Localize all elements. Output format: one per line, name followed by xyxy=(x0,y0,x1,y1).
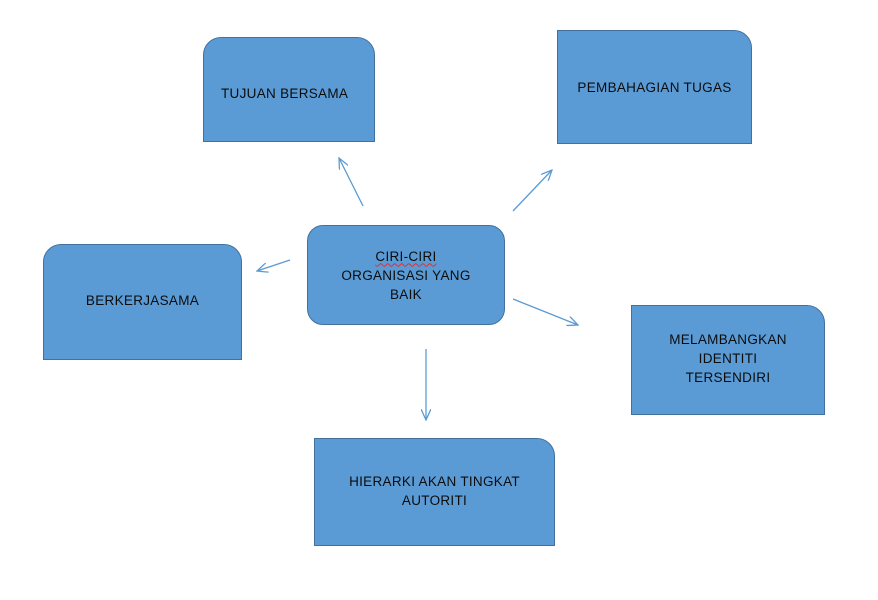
center-node-label: CIRI-CIRI ORGANISASI YANG BAIK xyxy=(341,247,470,304)
melambangkan-line-1: MELAMBANGKAN xyxy=(669,331,787,347)
node-tujuan-bersama-label: TUJUAN BERSAMA xyxy=(221,86,349,101)
hierarki-line-2: AUTORITI xyxy=(401,493,468,508)
node-berkerjasama-label: BERKERJASAMA xyxy=(85,293,200,308)
node-pembahagian-tugas: PEMBAHAGIAN TUGAS xyxy=(557,30,752,144)
node-melambangkan-identiti-label: MELAMBANGKAN IDENTITI TERSENDIRI xyxy=(669,330,787,387)
center-line-3: BAIK xyxy=(390,286,422,302)
node-hierarki-autoriti-label: HIERARKI AKAN TINGKAT AUTORITI xyxy=(349,472,520,510)
arrow-to-berkerjasama xyxy=(257,259,291,271)
arrow-to-pembahagian-tugas xyxy=(512,170,552,212)
node-hierarki-autoriti: HIERARKI AKAN TINGKAT AUTORITI xyxy=(314,438,555,546)
arrow-to-tujuan-bersama xyxy=(339,158,364,207)
node-melambangkan-identiti: MELAMBANGKAN IDENTITI TERSENDIRI xyxy=(631,305,825,415)
node-berkerjasama: BERKERJASAMA xyxy=(43,244,242,360)
center-line-1: CIRI-CIRI xyxy=(375,248,437,264)
melambangkan-line-3: TERSENDIRI xyxy=(685,369,771,385)
center-line-2: ORGANISASI YANG xyxy=(341,267,471,283)
arrow-to-melambangkan-identiti xyxy=(512,298,578,325)
node-tujuan-bersama: TUJUAN BERSAMA xyxy=(203,37,375,142)
melambangkan-line-2: IDENTITI xyxy=(698,350,758,366)
hierarki-line-1: HIERARKI AKAN TINGKAT xyxy=(349,474,520,489)
center-node-ciri-ciri: CIRI-CIRI ORGANISASI YANG BAIK xyxy=(307,225,505,325)
node-pembahagian-tugas-label: PEMBAHAGIAN TUGAS xyxy=(577,80,732,95)
